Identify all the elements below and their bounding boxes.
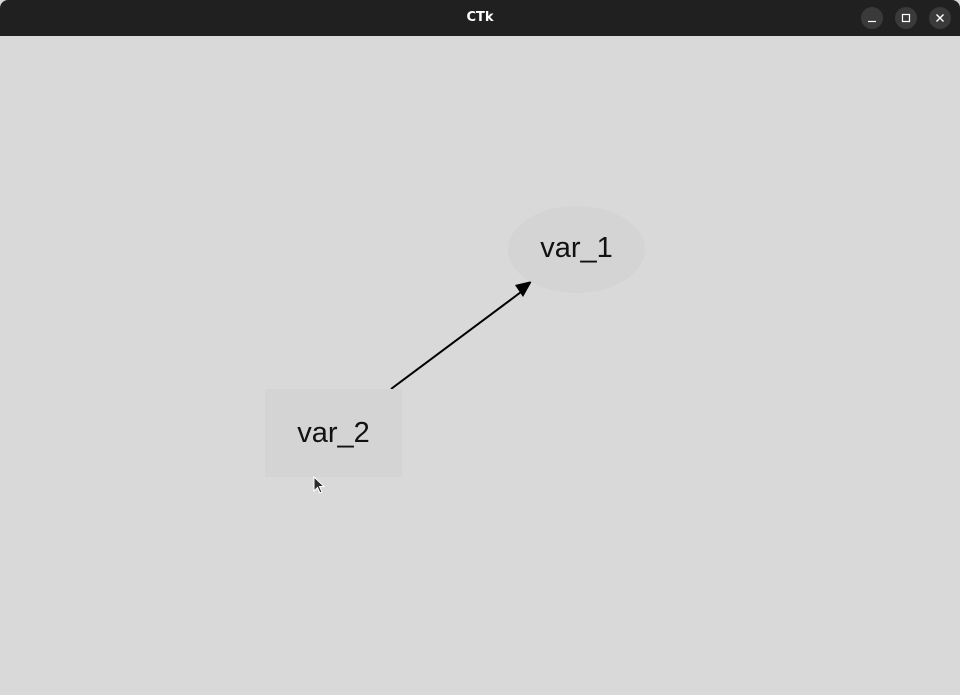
minimize-icon (868, 20, 876, 23)
window-title: CTk (466, 10, 494, 25)
minimize-button[interactable] (861, 7, 883, 29)
edge-var2-to-var1 (390, 291, 522, 390)
close-icon (936, 14, 944, 22)
node-var-1-label: var_1 (540, 232, 613, 264)
node-var-1[interactable]: var_1 (508, 206, 645, 293)
edge-layer (390, 281, 532, 390)
node-var-2[interactable]: var_2 (265, 389, 402, 477)
mouse-pointer-icon (313, 476, 326, 494)
title-bar[interactable]: CTk (0, 0, 960, 36)
close-button[interactable] (929, 7, 951, 29)
arrowhead-icon (515, 281, 532, 297)
graph-canvas[interactable]: var_1 var_2 (2, 36, 958, 695)
maximize-icon (901, 13, 911, 23)
maximize-button[interactable] (895, 7, 917, 29)
node-var-2-label: var_2 (297, 417, 370, 449)
